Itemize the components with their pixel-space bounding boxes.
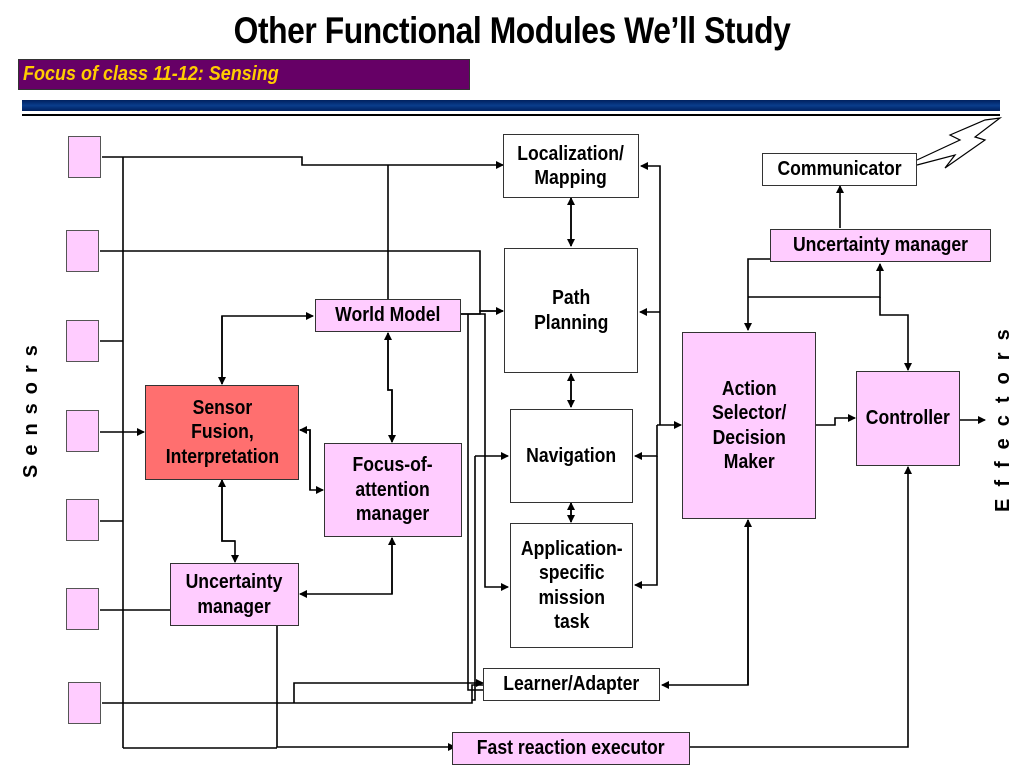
wire-as-ctrl (816, 414, 856, 426)
sensor-5[interactable] (66, 499, 99, 541)
module-uncertainty-manager-top[interactable]: Uncertainty manager (770, 229, 991, 262)
wire-as-loc (640, 162, 661, 425)
module-learner-adapter[interactable]: Learner/Adapter (483, 668, 660, 701)
sensors-label: Sensors (20, 336, 42, 478)
header-rule-thin (22, 114, 1000, 116)
slide-title: Other Functional Modules We’ll Study (233, 10, 791, 51)
module-focus-of-attention[interactable]: Focus-of- attention manager (324, 443, 462, 537)
header-rule (22, 100, 1000, 111)
module-world-model[interactable]: World Model (315, 299, 461, 332)
module-action-selector[interactable]: Action Selector/ Decision Maker (682, 332, 816, 519)
module-communicator[interactable]: Communicator (762, 153, 917, 186)
wire-nav-in (472, 456, 476, 701)
module-uncertainty-manager-bottom[interactable]: Uncertainty manager (170, 563, 299, 626)
wire-s7-learner (102, 684, 483, 704)
subtitle-bar: Focus of class 11-12: Sensing (18, 59, 470, 90)
sensor-1[interactable] (68, 136, 101, 178)
wire-fusion-focus (300, 429, 324, 494)
sensor-4[interactable] (66, 410, 99, 452)
wire-uncert-fusion (218, 479, 235, 542)
wire-as-nav (634, 425, 658, 460)
subtitle-text: Focus of class 11-12: Sensing (23, 63, 279, 85)
module-controller[interactable]: Controller (856, 371, 960, 466)
wire-uncert-fast (276, 626, 456, 751)
effectors-label: Effectors (992, 317, 1014, 512)
module-fast-reaction-executor[interactable]: Fast reaction executor (452, 732, 690, 765)
wire-as-learner (661, 520, 749, 689)
wire-fusion-uncert (221, 480, 239, 563)
wire-fast-ctrl (690, 466, 912, 748)
wire-s7-branch (293, 679, 484, 703)
sensor-3[interactable] (66, 320, 99, 362)
wire-as-app (634, 456, 658, 589)
sensor-6[interactable] (66, 588, 99, 630)
module-navigation[interactable]: Navigation (510, 409, 633, 503)
module-localization-mapping[interactable]: Localization/ Mapping (503, 134, 639, 198)
wire-wm-down (467, 314, 483, 691)
antenna-lightning-icon (916, 117, 1003, 169)
sensor-2[interactable] (66, 230, 99, 272)
module-sensor-fusion[interactable]: Sensor Fusion, Interpretation (145, 385, 299, 480)
wire-um-ctrl (879, 297, 912, 371)
wire-focus-wm (384, 332, 393, 442)
wire-s1-localization (102, 156, 504, 169)
wire-focus-uncert (299, 538, 393, 598)
module-application-task[interactable]: Application- specific mission task (510, 523, 633, 648)
wire-focus-fusion (299, 426, 311, 490)
wire-wm-path (461, 310, 503, 315)
sensor-7[interactable] (68, 682, 101, 724)
module-path-planning[interactable]: Path Planning (504, 248, 638, 373)
wire-um-junction (748, 263, 884, 298)
wire-to-worldmodel (221, 312, 314, 384)
wire-um-as (744, 258, 770, 331)
